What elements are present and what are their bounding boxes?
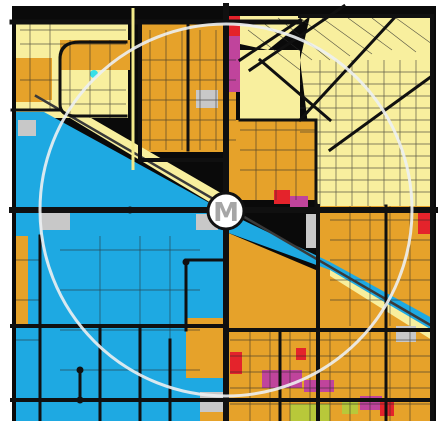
zone-commercial: [274, 190, 290, 204]
station-marker-label: M: [213, 198, 239, 228]
zone-commercial: [230, 352, 242, 374]
zone-residential-orange: [226, 120, 316, 200]
walkshed-ring: [38, 22, 414, 398]
zone-public: [306, 214, 318, 248]
zone-residential-low: [300, 60, 432, 206]
zone-civic: [226, 22, 240, 92]
zone-industrial: [226, 212, 330, 270]
zone-commercial: [296, 348, 306, 360]
zone-public: [196, 90, 218, 108]
zone-public: [18, 120, 36, 136]
zone-residential-orange: [60, 40, 130, 70]
zone-residential-low: [240, 50, 300, 130]
zone-residential-low: [330, 270, 432, 340]
zone-industrial: [16, 112, 226, 421]
zone-commercial: [418, 210, 432, 234]
zone-civic: [290, 196, 308, 210]
zone-civic: [262, 370, 302, 388]
zone-public: [40, 210, 70, 230]
station-marker-circle[interactable]: [206, 191, 246, 231]
zone-residential-low: [300, 16, 432, 60]
zone-residential-orange: [16, 236, 28, 326]
station-marker[interactable]: M: [206, 191, 246, 231]
